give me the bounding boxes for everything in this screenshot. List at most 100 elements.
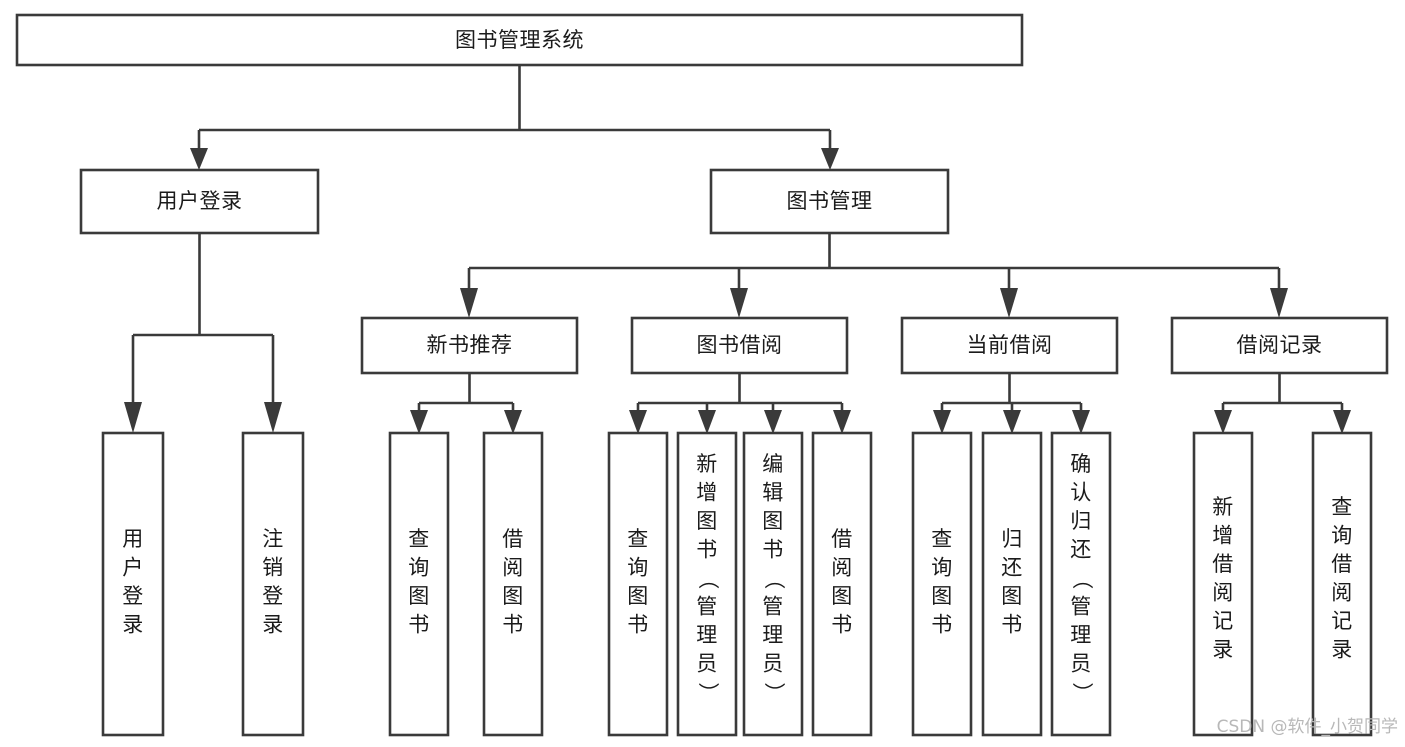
csdn-watermark: CSDN @软件_小贺同学 bbox=[1217, 717, 1398, 737]
node-root-box[interactable] bbox=[15, 13, 1024, 67]
svg-text:询: 询 bbox=[627, 556, 649, 580]
svg-text:录: 录 bbox=[122, 613, 144, 637]
vertical-label-layer: 用户登录注销登录查询图书借阅图书查询图书新增图书（管理员）编辑图书（管理员）借阅… bbox=[122, 452, 1353, 704]
svg-text:查: 查 bbox=[627, 527, 649, 551]
node-leaf-logout-box[interactable] bbox=[241, 431, 305, 737]
node-leaf-bw-add-book-box[interactable] bbox=[676, 431, 738, 737]
node-leaf-cu-query-books-box[interactable] bbox=[911, 431, 973, 737]
node-leaf-cu-return-books-box[interactable] bbox=[981, 431, 1043, 737]
node-leaf-bw-query-books-box[interactable] bbox=[607, 431, 669, 737]
arrowhead-cu-query-books bbox=[933, 410, 951, 434]
node-leaf-rc-query-record[interactable] bbox=[1311, 431, 1373, 737]
node-new-book-recommend[interactable]: 新书推荐 bbox=[360, 316, 579, 375]
leaf-label-user-login: 用户登录 bbox=[122, 527, 144, 637]
svg-text:归: 归 bbox=[1070, 509, 1092, 533]
node-leaf-user-login-box[interactable] bbox=[101, 431, 165, 737]
svg-text:理: 理 bbox=[762, 623, 784, 647]
arrowhead-rc-add-record bbox=[1214, 410, 1232, 434]
arrowhead-bw-add-book bbox=[698, 410, 716, 434]
svg-text:增: 增 bbox=[696, 481, 718, 505]
arrowhead-records bbox=[1270, 288, 1288, 318]
node-leaf-rc-add-record[interactable] bbox=[1192, 431, 1254, 737]
svg-text:录: 录 bbox=[1331, 638, 1353, 662]
svg-text:借: 借 bbox=[502, 527, 524, 551]
svg-text:阅: 阅 bbox=[1212, 581, 1234, 605]
svg-text:登: 登 bbox=[122, 584, 144, 608]
node-root[interactable]: 图书管理系统 bbox=[15, 13, 1024, 67]
node-new-book-recommend-box[interactable] bbox=[360, 316, 579, 375]
node-borrow-records-box[interactable] bbox=[1170, 316, 1389, 375]
node-leaf-bw-query-books[interactable] bbox=[607, 431, 669, 737]
node-user-login[interactable]: 用户登录 bbox=[79, 168, 320, 235]
svg-text:）: ） bbox=[696, 682, 720, 704]
node-leaf-nb-query-books[interactable] bbox=[388, 431, 450, 737]
node-leaf-user-login[interactable] bbox=[101, 431, 165, 737]
svg-text:（: （ bbox=[762, 568, 786, 590]
node-user-login-box[interactable] bbox=[79, 168, 320, 235]
svg-text:管: 管 bbox=[1070, 595, 1092, 619]
svg-text:书: 书 bbox=[408, 613, 430, 637]
edge-layer bbox=[124, 65, 1351, 434]
node-book-management[interactable]: 图书管理 bbox=[709, 168, 950, 235]
svg-text:查: 查 bbox=[1331, 495, 1353, 519]
node-leaf-cu-query-books[interactable] bbox=[911, 431, 973, 737]
node-borrow-records-label: 借阅记录 bbox=[1237, 333, 1323, 357]
svg-text:借: 借 bbox=[1212, 552, 1234, 576]
svg-text:增: 增 bbox=[1212, 524, 1234, 548]
svg-text:录: 录 bbox=[1212, 638, 1234, 662]
svg-text:借: 借 bbox=[1331, 552, 1353, 576]
arrowhead-new-books bbox=[460, 288, 478, 318]
node-book-borrow-box[interactable] bbox=[630, 316, 849, 375]
svg-text:阅: 阅 bbox=[502, 556, 524, 580]
node-leaf-rc-query-record-box[interactable] bbox=[1311, 431, 1373, 737]
svg-text:新: 新 bbox=[696, 452, 718, 476]
node-leaf-cu-confirm-return-box[interactable] bbox=[1050, 431, 1112, 737]
node-book-management-label: 图书管理 bbox=[787, 189, 873, 213]
node-leaf-bw-edit-book[interactable] bbox=[742, 431, 804, 737]
node-leaf-cu-confirm-return[interactable] bbox=[1050, 431, 1112, 737]
svg-text:（: （ bbox=[1070, 568, 1094, 590]
node-book-management-box[interactable] bbox=[709, 168, 950, 235]
node-leaf-bw-borrow-book-box[interactable] bbox=[811, 431, 873, 737]
node-borrow-records[interactable]: 借阅记录 bbox=[1170, 316, 1389, 375]
svg-text:新: 新 bbox=[1212, 495, 1234, 519]
arrowhead-current bbox=[1000, 288, 1018, 318]
svg-text:图: 图 bbox=[1001, 584, 1023, 608]
node-current-borrow[interactable]: 当前借阅 bbox=[900, 316, 1119, 375]
node-book-borrow[interactable]: 图书借阅 bbox=[630, 316, 849, 375]
arrowhead-bw-query-books bbox=[629, 410, 647, 434]
node-leaf-nb-query-books-box[interactable] bbox=[388, 431, 450, 737]
node-leaf-bw-edit-book-box[interactable] bbox=[742, 431, 804, 737]
node-current-borrow-box[interactable] bbox=[900, 316, 1119, 375]
svg-text:辑: 辑 bbox=[762, 481, 784, 505]
svg-text:编: 编 bbox=[762, 452, 784, 476]
node-leaf-logout[interactable] bbox=[241, 431, 305, 737]
svg-text:书: 书 bbox=[1001, 613, 1023, 637]
svg-text:管: 管 bbox=[696, 595, 718, 619]
svg-text:查: 查 bbox=[408, 527, 430, 551]
svg-text:注: 注 bbox=[262, 527, 284, 551]
svg-text:理: 理 bbox=[1070, 623, 1092, 647]
arrowhead-nb-query-books bbox=[410, 410, 428, 434]
svg-text:书: 书 bbox=[696, 538, 718, 562]
svg-text:销: 销 bbox=[262, 556, 284, 580]
node-leaf-nb-borrow-books-box[interactable] bbox=[482, 431, 544, 737]
node-leaf-bw-add-book[interactable] bbox=[676, 431, 738, 737]
svg-text:）: ） bbox=[1070, 682, 1094, 704]
node-leaf-nb-borrow-books[interactable] bbox=[482, 431, 544, 737]
svg-text:员: 员 bbox=[762, 652, 784, 676]
svg-text:员: 员 bbox=[696, 652, 718, 676]
node-leaf-bw-borrow-book[interactable] bbox=[811, 431, 873, 737]
node-leaf-cu-return-books[interactable] bbox=[981, 431, 1043, 737]
node-leaf-rc-add-record-box[interactable] bbox=[1192, 431, 1254, 737]
node-new-book-recommend-label: 新书推荐 bbox=[427, 333, 513, 357]
svg-text:管: 管 bbox=[762, 595, 784, 619]
svg-text:询: 询 bbox=[408, 556, 430, 580]
